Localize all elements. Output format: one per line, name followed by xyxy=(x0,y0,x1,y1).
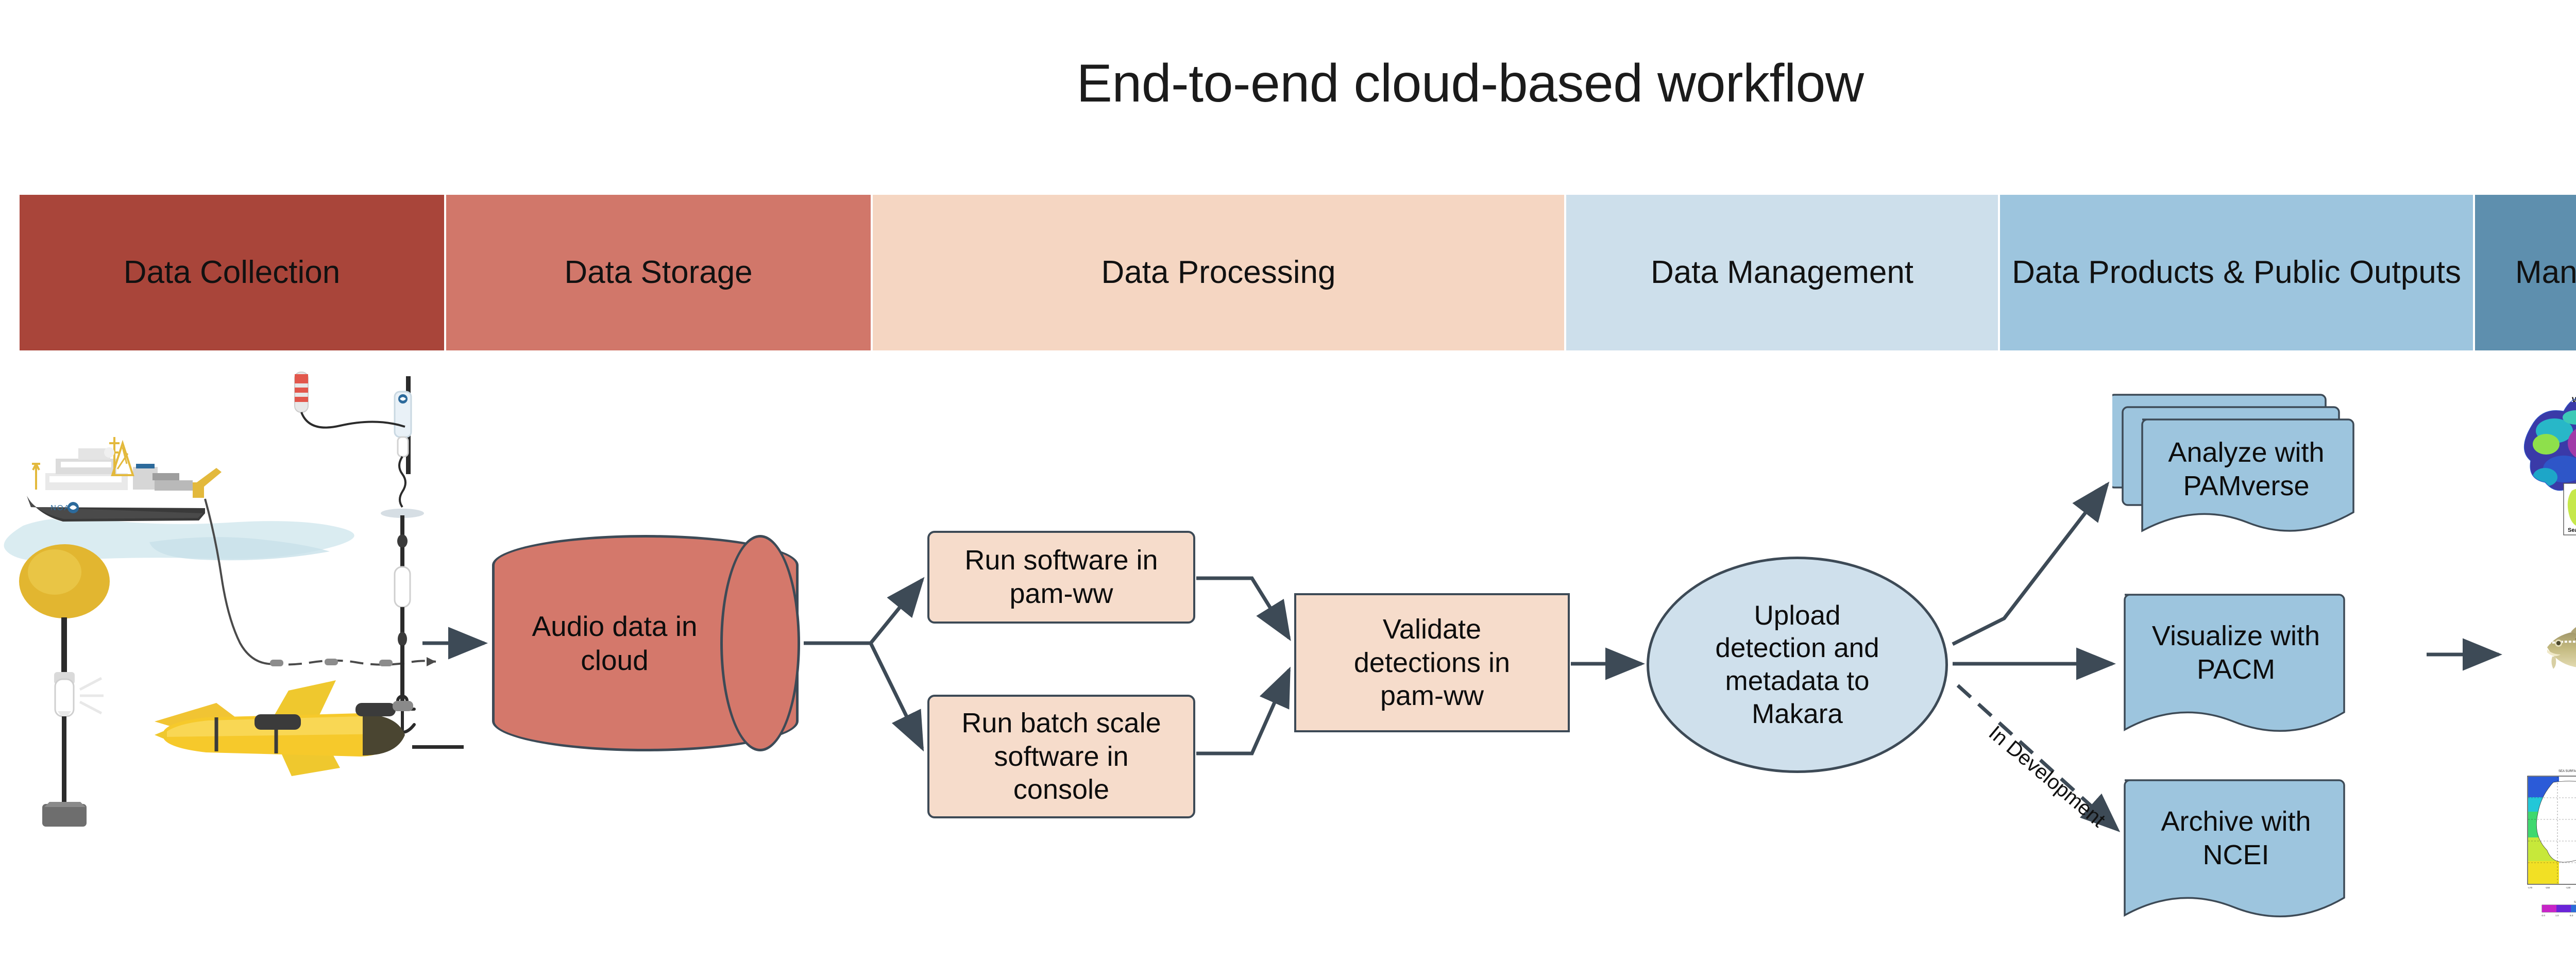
sea-surface-temperature-map: SEA SURFACE TEMPERATURE ANOMALY NOAA/NES… xyxy=(2527,770,2576,917)
svg-text:Sea Surface Temperature (degre: Sea Surface Temperature (degrees Celsius… xyxy=(2574,901,2576,904)
node-validate-detections-in-pam-ww[interactable]: Validate detections in pam-ww xyxy=(1294,593,1570,732)
svg-text:-2.0: -2.0 xyxy=(2541,914,2545,917)
node-run-software-in-pam-ww[interactable]: Run software in pam-ww xyxy=(927,531,1195,624)
arrow-pamww-to-validate xyxy=(1196,576,1291,641)
stage-band-data-storage[interactable]: Data Storage xyxy=(446,195,871,350)
svg-text:-170: -170 xyxy=(2528,886,2533,889)
stage-band-label: Data Processing xyxy=(1101,254,1336,290)
arrow-makara-to-pamverse xyxy=(1952,481,2110,646)
node-archive-with-ncei[interactable]: Archive with NCEI xyxy=(2117,773,2354,928)
stage-band-label: Management Applications xyxy=(2515,254,2576,290)
stage-band-data-management[interactable]: Data Management xyxy=(1566,195,1998,350)
map-caption: Week 13 xyxy=(2572,395,2576,405)
ocean-model-map-with-salinity-inset: Week 13 2.52.0 1.51.0 0.50.0 xyxy=(2523,395,2576,535)
stage-band-strip: Data Collection Data Storage Data Proces… xyxy=(20,195,2576,350)
stage-band-data-products[interactable]: Data Products & Public Outputs xyxy=(2000,195,2473,350)
node-run-batch-scale-software-in-console[interactable]: Run batch scale software in console xyxy=(927,695,1195,818)
stage-band-label: Data Collection xyxy=(123,254,341,290)
stage-band-label: Data Storage xyxy=(564,254,753,290)
svg-text:6.0: 6.0 xyxy=(2570,914,2573,917)
svg-text:1.0: 1.0 xyxy=(2555,914,2559,917)
page-title: End-to-end cloud-based workflow xyxy=(1076,54,1865,113)
stage-band-data-processing[interactable]: Data Processing xyxy=(873,195,1564,350)
stage-band-management-applications[interactable]: Management Applications xyxy=(2475,195,2576,350)
cylinder-cap xyxy=(720,535,800,751)
node-label: Run batch scale software in console xyxy=(961,707,1161,805)
map-inset-caption: Sea Surface Salinity xyxy=(2568,527,2576,533)
svg-text:-130: -130 xyxy=(2566,886,2571,889)
node-label: Upload detection and metadata to Makara xyxy=(1715,600,1879,729)
node-audio-data-in-cloud[interactable]: Audio data in cloud xyxy=(492,535,800,751)
in-development-edge-label: In Development xyxy=(1984,721,2110,832)
arrow-store-to-batch xyxy=(804,641,924,752)
arrow-store-to-pamww xyxy=(804,577,925,645)
node-upload-detection-and-metadata-to-makara[interactable]: Upload detection and metadata to Makara xyxy=(1647,557,1948,773)
svg-text:SEA SURFACE TEMPERATURE ANOMAL: SEA SURFACE TEMPERATURE ANOMALY xyxy=(2558,770,2576,773)
data-collection-illustration: NOAA xyxy=(4,372,464,827)
stage-band-label: Data Products & Public Outputs xyxy=(2012,254,2461,290)
arrow-batch-to-validate xyxy=(1196,666,1291,755)
stage-band-label: Data Management xyxy=(1650,254,1914,290)
stage-band-data-collection[interactable]: Data Collection xyxy=(20,195,444,350)
node-label: Validate detections in pam-ww xyxy=(1353,613,1511,712)
node-label: Run software in pam-ww xyxy=(964,545,1158,609)
svg-text:-150: -150 xyxy=(2545,886,2550,889)
node-visualize-with-pacm[interactable]: Visualize with PACM xyxy=(2117,587,2354,742)
node-analyze-with-pamverse[interactable]: Analyze with PAMverse xyxy=(2112,376,2380,536)
atlantic-cod-illustration xyxy=(2547,627,2576,669)
